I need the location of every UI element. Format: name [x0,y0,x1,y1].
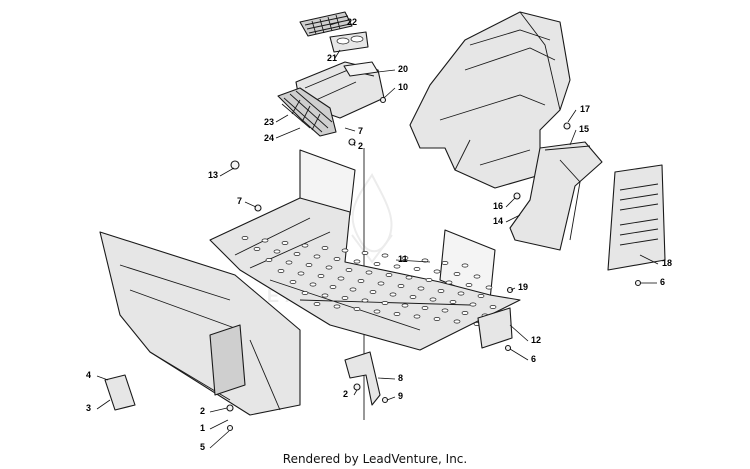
callout-17: 17 [580,104,590,114]
callout-23: 23 [264,117,274,127]
part-15-bracket [509,141,603,251]
callout-8: 8 [398,373,403,383]
callout-7: 7 [237,196,242,206]
callout-21: 21 [327,53,337,63]
callout-1: 1 [200,423,205,433]
callout-22: 22 [347,17,357,27]
callout-3: 3 [86,403,91,413]
part-4-mount-plate [104,374,136,411]
part-8-bracket [344,351,381,406]
callout-18: 18 [662,258,672,268]
callout-16: 16 [493,201,503,211]
callout-20: 20 [398,64,408,74]
leader-lines [96,21,659,449]
flame-watermark-icon [351,173,393,264]
callout-13: 13 [208,170,218,180]
part-3-front-fascia [99,231,301,416]
part-14-rear-shroud [409,11,571,189]
part-18-vent-panel [607,164,666,271]
callout-24: 24 [264,133,274,143]
callout-2: 2 [200,406,205,416]
part-2-clip [348,138,356,146]
part-23-mesh-cover [277,87,337,137]
callout-19: 19 [518,282,528,292]
callout-2: 2 [343,389,348,399]
callout-15: 15 [579,124,589,134]
part-12-plate [477,307,513,349]
callout-6: 6 [660,277,665,287]
render-credit: Rendered by LeadVenture, Inc. [282,452,468,466]
part-22-grille [299,11,353,37]
callout-7: 7 [358,126,363,136]
callout-12: 12 [531,335,541,345]
callout-14: 14 [493,216,503,226]
part-11-floor-pan [209,149,521,351]
callout-4: 4 [86,370,91,380]
callout-6: 6 [531,354,536,364]
callout-5: 5 [200,442,205,452]
callout-10: 10 [398,82,408,92]
callout-2: 2 [358,141,363,151]
part-21-cupholder [329,31,369,53]
callout-9: 9 [398,391,403,401]
callout-11: 11 [398,254,408,264]
